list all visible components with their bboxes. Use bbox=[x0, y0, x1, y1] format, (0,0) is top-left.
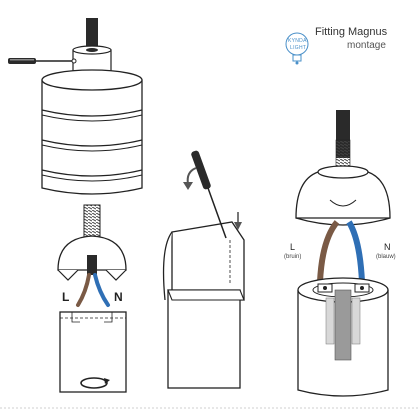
page-title: Fitting Magnus bbox=[315, 26, 388, 38]
step1-live-label: L bbox=[62, 290, 70, 304]
page-subtitle: montage bbox=[347, 40, 386, 51]
step1-fitting-assembled bbox=[8, 18, 143, 195]
step3-neutral-label: N bbox=[384, 242, 391, 252]
step2-unscrew bbox=[162, 150, 245, 389]
step3-live-note: (bruin) bbox=[284, 254, 302, 260]
step3-wired-socket bbox=[295, 110, 391, 397]
step3-live-label: L bbox=[290, 242, 296, 252]
logo-text-top: KYNDA bbox=[288, 38, 307, 44]
screwdriver-icon bbox=[8, 58, 77, 64]
rotate-arrow-icon bbox=[80, 377, 110, 389]
step1-fitting-exploded bbox=[57, 204, 127, 393]
down-arrow-icon bbox=[234, 212, 242, 230]
brown-wire bbox=[76, 273, 91, 307]
step1-neutral-label: N bbox=[114, 290, 123, 304]
blue-wire-step3 bbox=[346, 220, 365, 283]
screwdriver-angled-icon bbox=[191, 150, 227, 239]
logo-text-bottom: LIGHT bbox=[290, 45, 307, 51]
blue-wire bbox=[93, 273, 110, 307]
step3-neutral-note: (blauw) bbox=[376, 254, 396, 260]
curved-arrow-icon bbox=[183, 167, 197, 190]
brown-wire-step3 bbox=[317, 220, 340, 283]
kynda-light-logo bbox=[285, 32, 309, 65]
